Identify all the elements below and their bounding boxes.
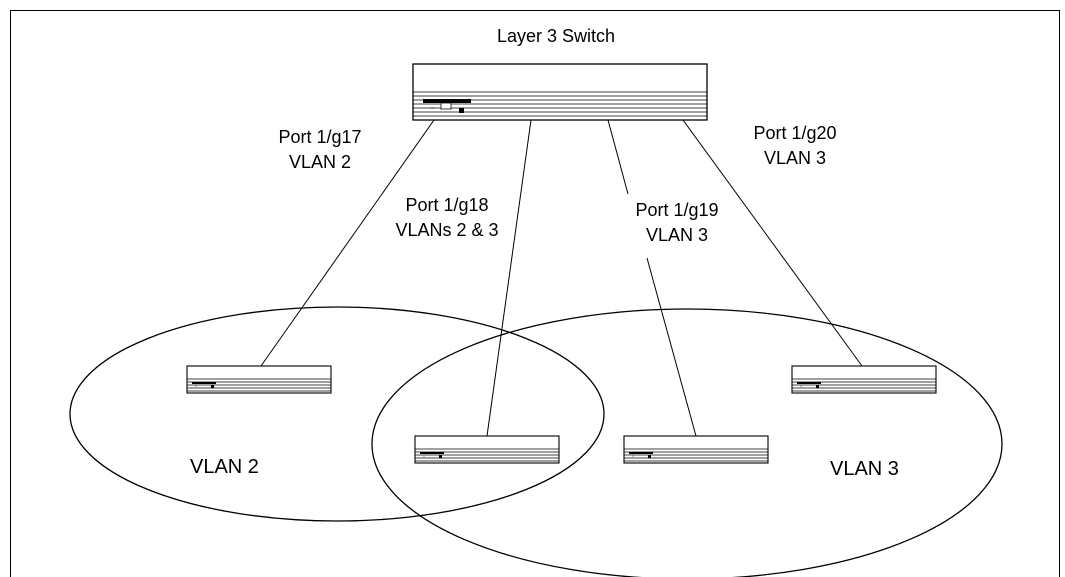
port-label: Port 1/g17 bbox=[278, 127, 362, 147]
port-label: Port 1/g20 bbox=[753, 123, 837, 143]
access-switch-2 bbox=[414, 435, 560, 464]
diagram-frame bbox=[10, 10, 1060, 577]
link-port-1-g19-lower bbox=[646, 257, 697, 437]
access-switch-4 bbox=[791, 365, 937, 394]
layer-3-switch-label: Layer 3 Switch bbox=[496, 26, 616, 46]
port-1-g20-label: Port 1/g20 VLAN 3 bbox=[753, 121, 836, 171]
vlan-label: VLAN 3 bbox=[763, 148, 827, 168]
port-label: Port 1/g19 bbox=[635, 200, 719, 220]
link-port-1-g20 bbox=[682, 119, 863, 367]
link-port-1-g18 bbox=[486, 119, 532, 437]
port-1-g18-label: Port 1/g18 VLANs 2 & 3 bbox=[395, 193, 498, 243]
vlan-3-group-label: VLAN 3 bbox=[830, 458, 899, 480]
port-1-g17-label: Port 1/g17 VLAN 2 bbox=[278, 125, 361, 175]
vlan-label: VLAN 3 bbox=[645, 225, 709, 245]
access-switch-3 bbox=[623, 435, 769, 464]
vlan-label: VLAN 2 bbox=[288, 152, 352, 172]
layer-3-switch bbox=[412, 63, 708, 121]
access-switch-1 bbox=[186, 365, 332, 394]
vlan-label: VLANs 2 & 3 bbox=[395, 220, 499, 240]
vlan-2-group-label: VLAN 2 bbox=[190, 456, 259, 478]
link-port-1-g17 bbox=[260, 119, 435, 367]
vlan-2-ellipse bbox=[69, 306, 605, 522]
port-label: Port 1/g18 bbox=[405, 195, 489, 215]
link-port-1-g19-upper bbox=[607, 119, 629, 195]
vlan-3-ellipse bbox=[371, 308, 1003, 577]
port-1-g19-label: Port 1/g19 VLAN 3 bbox=[635, 198, 718, 248]
